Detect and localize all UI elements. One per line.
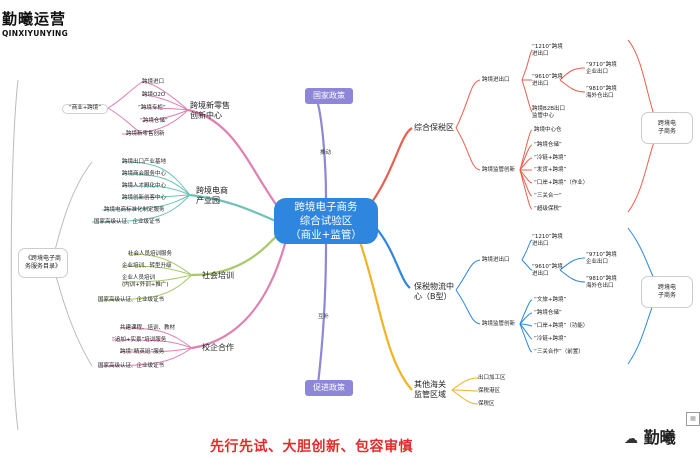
school-item: 跨境“精英班”服务 xyxy=(120,349,165,355)
bonded-ie-sub: “9810”跨境 海外仓出口 xyxy=(586,86,617,99)
bonded-sup-item: “超级保税” xyxy=(534,206,562,212)
bonded-sup-item: “发货+跨境” xyxy=(534,167,567,173)
school-item: “追加+实景”培训服务 xyxy=(112,337,167,343)
bonded-ie-item: “1210”跨境 进出口 xyxy=(532,44,563,57)
complement-label: 互补 xyxy=(318,314,330,320)
ecommerce-side-label-1: 跨境电 子商务 xyxy=(641,112,693,144)
park-item: 跨境商会服务中心 xyxy=(122,171,167,177)
wechat-icon: ☁ xyxy=(624,431,638,447)
logo-subtitle: QINXIYUNYING xyxy=(2,29,69,38)
bonded-sup-item: “跨境仓储” xyxy=(534,142,562,148)
park-item: 跨境电商标准化制定服务 xyxy=(104,207,165,213)
logistics-ie-sub: “9810”跨境 海外仓出口 xyxy=(586,276,617,289)
bonded-sup-item: “冷链+跨境” xyxy=(534,155,567,161)
promotion-policy-label: 促进政策 xyxy=(305,380,353,396)
park-item: 跨境人才孵化中心 xyxy=(122,183,167,189)
training-item: 社会人员培训服务 xyxy=(128,251,173,257)
park-item: 国家高级认证、企业级证书 xyxy=(94,219,161,225)
logistics-sup-item: “文旅+跨境” xyxy=(534,297,567,303)
watermark: ☁ 勤曦 xyxy=(624,424,676,448)
retail-item: 跨境O2O xyxy=(142,92,166,98)
bonded-sup-item: “口岸+跨境”（作业） xyxy=(534,180,589,186)
school-item: 共建课程、培训、教材 xyxy=(120,325,176,331)
business-cross-border-label: “商业+跨境” xyxy=(62,104,108,114)
center-hub: 跨境电子商务 综合试验区 （商业+监管） xyxy=(274,198,378,244)
logistics-sup-item: “跨境仓储” xyxy=(534,310,562,316)
customs-item: 保税港区 xyxy=(478,388,501,394)
customs-item: 出口加工区 xyxy=(478,375,506,381)
retail-innovation-node: 跨境新零售 创新中心 xyxy=(190,101,230,120)
bonded-ie-item: “9610”跨境 进出口 xyxy=(532,74,563,87)
logistics-ie-sub: “9710”跨境 企业出口 xyxy=(586,252,617,265)
bonded-supervision: 跨境监管创新 xyxy=(482,167,516,173)
bonded-sup-item: 跨境中心仓 xyxy=(534,127,562,133)
logistics-sup-item: “冷链+跨境” xyxy=(534,336,567,342)
bonded-ie-sub: “9710”跨境 企业出口 xyxy=(586,62,617,75)
logistics-sup-item: “口岸+跨境”（功能） xyxy=(534,323,589,329)
hub-line-3: （商业+监管） xyxy=(290,229,362,241)
hub-line-2: 综合试验区 xyxy=(299,215,353,227)
school-item: 国家高级认证、企业级证书 xyxy=(98,363,165,369)
training-item: 国家高级认证、企业级证书 xyxy=(98,297,165,303)
school-cooperation-node: 校企合作 xyxy=(202,343,234,352)
logistics-supervision: 跨境监管创新 xyxy=(482,321,516,327)
ecommerce-park-node: 跨境电商 产业园 xyxy=(196,186,228,205)
hub-line-1: 跨境电子商务 xyxy=(294,201,358,213)
training-item: 企业培训、转型升级 xyxy=(122,263,172,269)
social-training-node: 社会培训 xyxy=(202,271,234,280)
logistics-ie-item: “9610”跨境 进出口 xyxy=(532,264,563,277)
bonded-sup-item: “三关合一” xyxy=(534,193,562,199)
logo-title: 勤曦运营 xyxy=(2,10,67,28)
logistics-ie-item: “1210”跨境 进出口 xyxy=(532,234,563,247)
qr-icon: ▦ xyxy=(686,412,700,426)
push-label: 推动 xyxy=(320,150,332,156)
customs-item: 保税区 xyxy=(478,401,495,407)
retail-item: 跨境进口 xyxy=(142,79,165,85)
park-item: 跨境创新创客中心 xyxy=(122,195,167,201)
logistics-import-export: 跨境进出口 xyxy=(482,257,510,263)
training-item: 企业人员培训 (内训+外训+推广) xyxy=(122,275,169,288)
park-item: 跨境出口产业基地 xyxy=(122,159,167,165)
bonded-ie-item: 跨境B2B出口 监管中心 xyxy=(532,106,566,119)
retail-item: “跨境仓储” xyxy=(140,118,168,124)
slogan: 先行先试、大胆创新、包容审慎 xyxy=(210,439,413,455)
watermark-text: 勤曦 xyxy=(643,428,676,447)
logistics-sup-item: “三关合作”（前置） xyxy=(534,349,584,355)
retail-item: 跨境新零售创新 xyxy=(126,131,165,137)
brand-logo: 勤曦运营 QINXIYUNYING xyxy=(2,8,68,38)
other-customs-area-node: 其他海关 监管区域 xyxy=(414,380,446,399)
national-policy-label: 国家政策 xyxy=(305,88,353,104)
bonded-logistics-center-node: 保税物流中 心（B型） xyxy=(414,282,454,301)
ecommerce-side-label-2: 跨境电 子商务 xyxy=(641,276,693,308)
comprehensive-bonded-zone-node: 综合保税区 xyxy=(414,123,454,132)
service-catalog-label: 《跨境电子商 务服务目录》 xyxy=(18,248,68,278)
retail-item: “跨境专柜” xyxy=(138,105,166,111)
bonded-import-export: 跨境进出口 xyxy=(482,77,510,83)
